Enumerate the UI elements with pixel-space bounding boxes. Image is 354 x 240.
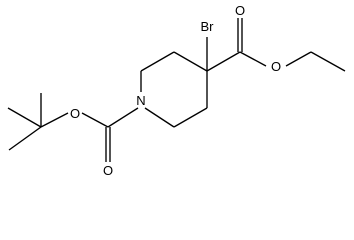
- ring-bond-c4-c3: [173, 51, 208, 72]
- bond-n-boc-carbon: [107, 107, 139, 128]
- bond-boc-carbon-o: [81, 112, 109, 128]
- atom-label-n: N: [136, 93, 145, 108]
- ring-bond-n-c6: [144, 107, 175, 128]
- bond-ester-carbon-o: [239, 51, 267, 67]
- bond-c4-ester-carbon: [206, 51, 241, 72]
- ring-bond-c6-c5: [173, 107, 208, 128]
- atom-label-ester-carbonyl-o: O: [235, 3, 245, 18]
- bond-tbu-methyl-left: [7, 107, 42, 128]
- chemical-structure-diagram: Br O O N O O: [7, 3, 346, 178]
- atom-label-boc-carbonyl-o: O: [103, 163, 113, 178]
- bonds: [7, 18, 346, 162]
- ring-bond-c3-c2: [140, 51, 175, 72]
- bond-tbu-methyl-down: [8, 126, 42, 151]
- atom-label-boc-link-o: O: [70, 106, 80, 121]
- bond-ch2-ch3: [310, 51, 346, 72]
- atom-labels: Br O O N O O: [70, 3, 281, 178]
- atom-label-ester-link-o: O: [271, 59, 281, 74]
- bond-o-ch2: [285, 51, 312, 67]
- bond-o-quaternary-c: [40, 112, 69, 128]
- atom-label-br: Br: [201, 19, 215, 34]
